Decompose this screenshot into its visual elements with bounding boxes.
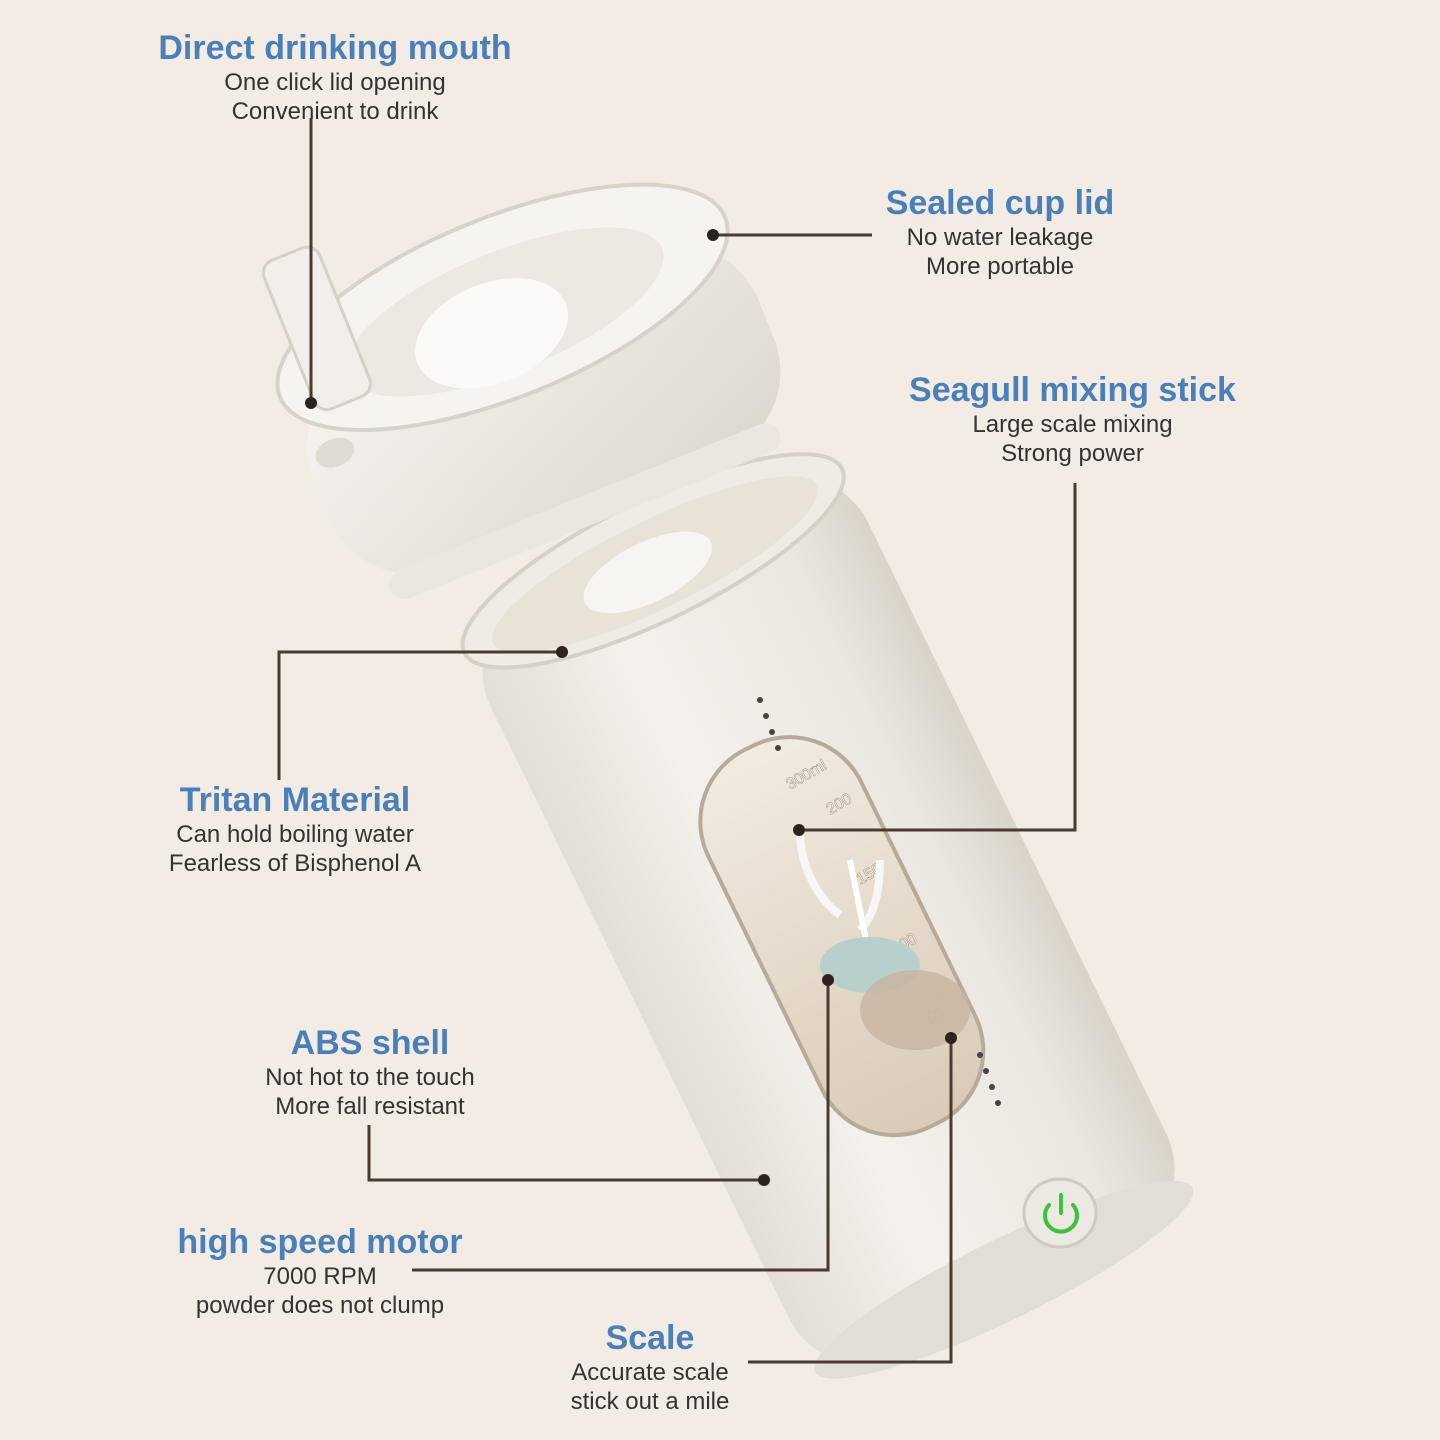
callout-line: Fearless of Bisphenol A (168, 850, 422, 877)
callout-mixing-stick: Seagull mixing stick Large scale mixing … (890, 370, 1255, 468)
callout-line: More portable (925, 253, 1075, 280)
callout-motor: high speed motor 7000 RPM powder does no… (160, 1222, 480, 1320)
callout-title: Direct drinking mouth (158, 29, 512, 67)
callout-tritan: Tritan Material Can hold boiling water F… (140, 780, 450, 878)
callout-line: Convenient to drink (231, 98, 439, 125)
callout-line: Large scale mixing (972, 411, 1173, 438)
callout-drinking-mouth: Direct drinking mouth One click lid open… (135, 28, 535, 126)
leader-lines (277, 118, 1077, 1364)
callout-line: Not hot to the touch (265, 1064, 475, 1091)
callout-line: More fall resistant (275, 1093, 465, 1120)
cup-lid (261, 182, 781, 600)
callout-title: high speed motor (177, 1223, 463, 1261)
callout-cup-lid: Sealed cup lid No water leakage More por… (850, 183, 1150, 281)
power-icon (1043, 1193, 1079, 1234)
body-dots (757, 697, 1001, 1106)
power-button[interactable] (1022, 1177, 1098, 1249)
callout-line: Strong power (1001, 440, 1144, 467)
callout-line: One click lid opening (224, 69, 446, 96)
callout-title: Seagull mixing stick (909, 371, 1236, 409)
cup-body (460, 452, 1194, 1379)
callout-line: Can hold boiling water (176, 821, 414, 848)
callout-abs-shell: ABS shell Not hot to the touch More fall… (230, 1023, 510, 1121)
callout-scale: Scale Accurate scale stick out a mile (540, 1318, 760, 1416)
callout-title: ABS shell (290, 1024, 450, 1062)
callout-line: Accurate scale (571, 1359, 729, 1386)
mixing-stick (796, 829, 970, 1050)
callout-line: stick out a mile (570, 1388, 730, 1415)
callout-title: Tritan Material (179, 781, 411, 819)
leader-dots (305, 229, 957, 1186)
callout-line: No water leakage (906, 224, 1094, 251)
callout-line: 7000 RPM (263, 1263, 377, 1290)
callout-title: Sealed cup lid (885, 184, 1115, 222)
callout-title: Scale (605, 1319, 695, 1357)
callout-line: powder does not clump (195, 1292, 445, 1319)
